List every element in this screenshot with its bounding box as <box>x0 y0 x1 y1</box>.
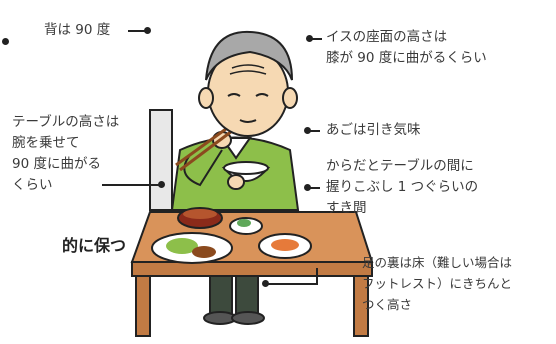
annotation-chin: あごは引き気味 <box>326 122 421 138</box>
callout-line-feet <box>266 283 316 285</box>
callout-line-feet-vertical <box>316 268 318 285</box>
annotation-feet-line3: つく高さ <box>362 297 413 312</box>
annotation-table-line2: 腕を乗せて <box>12 135 80 151</box>
annotation-back-angle: 背は 90 度 <box>44 22 111 38</box>
annotation-chair-line1: イスの座面の高さは <box>326 29 448 45</box>
hair <box>205 30 293 81</box>
annotation-gap-line3: すき間 <box>326 200 367 216</box>
annotation-table-line3: 90 度に曲がる <box>12 156 101 172</box>
callout-line-table <box>102 184 162 186</box>
callout-line-chair <box>310 38 322 40</box>
callout-dot-chin <box>304 127 311 134</box>
callout-dot-feet <box>262 280 269 287</box>
annotation-gap-line2: 握りこぶし 1 つぐらいの <box>326 179 479 195</box>
annotation-feet-line2: フットレスト）にきちんと <box>362 276 513 291</box>
annotation-gap-line1: からだとテーブルの間に <box>326 158 474 174</box>
callout-dot-back <box>144 27 151 34</box>
table-leg-left <box>135 275 151 337</box>
callout-dot-table <box>158 181 165 188</box>
callout-line-gap <box>308 187 320 189</box>
annotation-chair-line2: 膝が 90 度に曲がるくらい <box>326 50 487 66</box>
table-leg-right <box>353 275 369 337</box>
annotation-feet-line1: 足の裏は床（難しい場合は <box>362 255 513 270</box>
chair-back <box>149 109 173 211</box>
callout-dot-gap <box>304 184 311 191</box>
chopsticks <box>175 124 231 167</box>
table-edge <box>131 261 373 277</box>
right-shoe <box>231 311 265 325</box>
callout-line-back <box>128 30 148 32</box>
annotation-table-line4: くらい <box>12 177 53 193</box>
callout-line-chin <box>308 130 320 132</box>
annotation-table-line1: テーブルの高さは <box>12 114 120 130</box>
edge-dot <box>2 38 9 45</box>
section-heading-fragment: 的に保つ <box>62 236 127 255</box>
callout-dot-chair <box>306 35 313 42</box>
